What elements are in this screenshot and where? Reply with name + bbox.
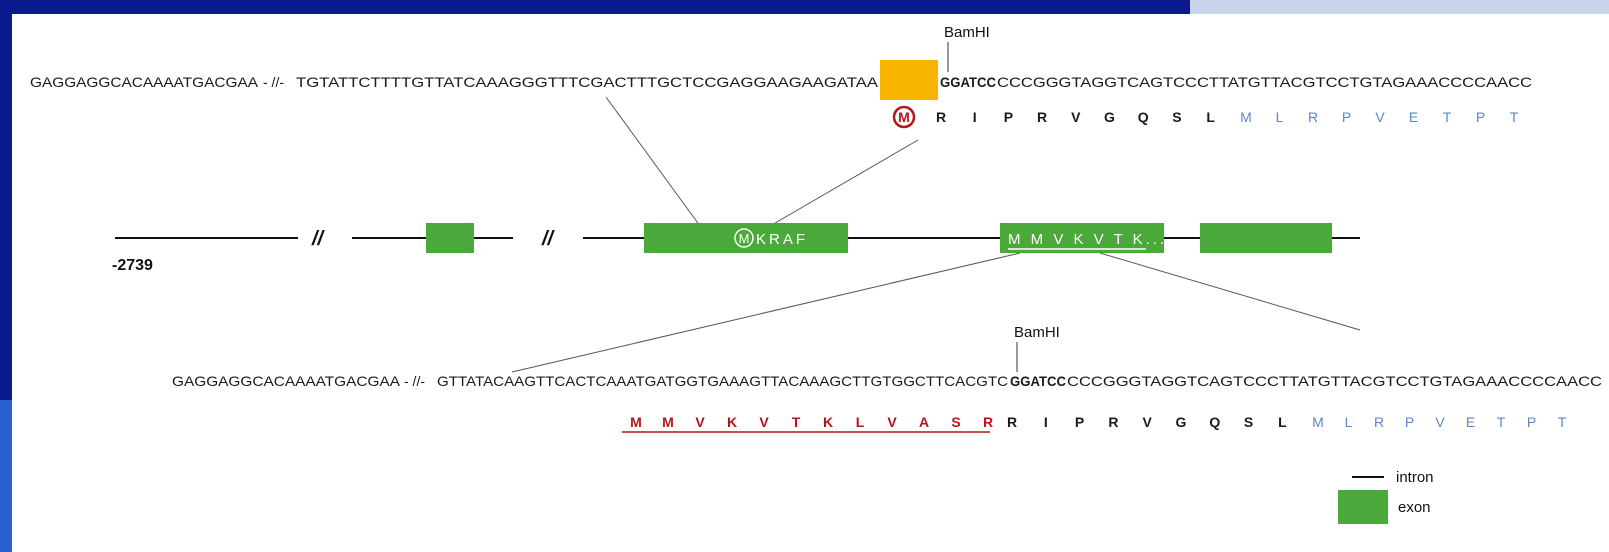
bottom-aa-red-2: V (695, 414, 705, 430)
enzyme-label-bottom: BamHI (1014, 324, 1060, 341)
top-aa-black-0: R (936, 109, 946, 125)
top-aa-blue-8: T (1510, 109, 1519, 125)
top-aa-black-2: P (1004, 109, 1013, 125)
top-seq-left: GAGGAGGCACAAAATGACGAA (30, 74, 259, 90)
bottom-aa-red-0: M (630, 414, 642, 430)
bottom-aa-red-11: R (983, 414, 993, 430)
bottom-seq-left: GAGGAGGCACAAAATGACGAA (172, 373, 401, 389)
top-seq-break: - //- (263, 74, 284, 90)
bottom-aa-red-6: K (823, 414, 833, 430)
legend: intron exon (1338, 469, 1434, 524)
bottom-aa-blue-7: P (1527, 414, 1536, 430)
top-aa-blue-7: P (1476, 109, 1485, 125)
exon-3 (1000, 223, 1164, 253)
top-aa-blue-6: T (1443, 109, 1452, 125)
legend-exon-swatch (1338, 490, 1388, 524)
top-seq-bamhi-site: GGATCC (940, 74, 996, 90)
legend-intron-label: intron (1396, 469, 1434, 486)
top-aa-black-5: G (1104, 109, 1115, 125)
bottom-aa-blue-1: L (1345, 414, 1353, 430)
position-label: -2739 (112, 257, 153, 274)
top-aa-blue-5: E (1409, 109, 1418, 125)
bottom-aa-blue-8: T (1558, 414, 1567, 430)
bottom-aa-blue-5: E (1466, 414, 1475, 430)
gene-structure-diagram: BamHI GAGGAGGCACAAAATGACGAA - //- TGTATT… (30, 24, 1602, 524)
bottom-aa-blue-3: P (1405, 414, 1414, 430)
bottom-aa-red-5: T (792, 414, 801, 430)
orange-highlight-box (880, 60, 938, 100)
bottom-aa-red-9: A (919, 414, 929, 430)
bottom-aa-black-3: R (1108, 414, 1118, 430)
diagram-panel: BamHI GAGGAGGCACAAAATGACGAA - //- TGTATT… (12, 14, 1609, 552)
top-aa-black-1: I (973, 109, 977, 125)
connector-top-left (605, 96, 701, 227)
break-symbol-2: // (541, 228, 556, 250)
exon-3-text: M M V K V T K... (1008, 231, 1167, 248)
connector-bottom-left (511, 252, 1021, 373)
exon-1 (426, 223, 474, 253)
top-aa-black-7: S (1172, 109, 1181, 125)
exon-2-start: M (739, 231, 750, 246)
bottom-aa-red-3: K (727, 414, 737, 430)
legend-exon-label: exon (1398, 499, 1431, 516)
bottom-aa-black-5: G (1176, 414, 1187, 430)
enzyme-label-top: BamHI (944, 24, 990, 41)
exon-4 (1200, 223, 1332, 253)
top-aa-blue-4: V (1375, 109, 1385, 125)
top-aa-black-8: L (1206, 109, 1215, 125)
bottom-aa-blue-2: R (1374, 414, 1384, 430)
top-aa-blue-2: R (1308, 109, 1318, 125)
bottom-aa-black-2: P (1075, 414, 1084, 430)
top-aa-blue-3: P (1342, 109, 1351, 125)
exon-2 (644, 223, 848, 253)
top-aa-black-6: Q (1138, 109, 1149, 125)
break-symbol-1: // (311, 228, 326, 250)
bottom-aa-black-0: R (1007, 414, 1017, 430)
top-start-codon-circle (892, 105, 916, 129)
bottom-aa-red-8: V (887, 414, 897, 430)
bottom-aa-black-7: S (1244, 414, 1253, 430)
bottom-seq-right: CCCGGGTAGGTCAGTCCCTTATGTTACGTCCTGTAGAAAC… (1067, 373, 1602, 389)
bottom-aa-black-4: V (1143, 414, 1153, 430)
exon-2-start-circle (734, 228, 754, 248)
exon-2-text: KRAF (756, 231, 808, 248)
bottom-aa-blue-0: M (1312, 414, 1324, 430)
top-aa-black-4: V (1071, 109, 1081, 125)
bottom-aa-blue-4: V (1435, 414, 1445, 430)
bottom-aa-red-4: V (759, 414, 769, 430)
top-aa-blue-1: L (1276, 109, 1284, 125)
bottom-aa-red-7: L (856, 414, 865, 430)
top-start-codon: M (898, 109, 910, 125)
connector-bottom-right (1099, 252, 1361, 331)
bottom-aa-black-6: Q (1209, 414, 1220, 430)
bottom-aa-blue-6: T (1497, 414, 1506, 430)
top-seq-middle: TGTATTCTTTTGTTATCAAAGGGTTTCGACTTTGCTCCGA… (296, 74, 879, 90)
bottom-aa-black-8: L (1278, 414, 1287, 430)
top-aa-blue-0: M (1240, 109, 1252, 125)
top-aa-black-3: R (1037, 109, 1047, 125)
top-seq-right: CCCGGGTAGGTCAGTCCCTTATGTTACGTCCTGTAGAAAC… (997, 74, 1532, 90)
bottom-aa-red-10: S (951, 414, 960, 430)
bottom-seq-middle: GTTATACAAGTTCACTCAAATGATGGTGAAAGTTACAAAG… (437, 373, 1008, 389)
bottom-seq-break: - //- (404, 373, 425, 389)
bottom-seq-bamhi-site: GGATCC (1010, 373, 1066, 389)
bottom-aa-black-1: I (1044, 414, 1048, 430)
bottom-aa-red-1: M (662, 414, 674, 430)
connector-top-right (769, 139, 919, 227)
